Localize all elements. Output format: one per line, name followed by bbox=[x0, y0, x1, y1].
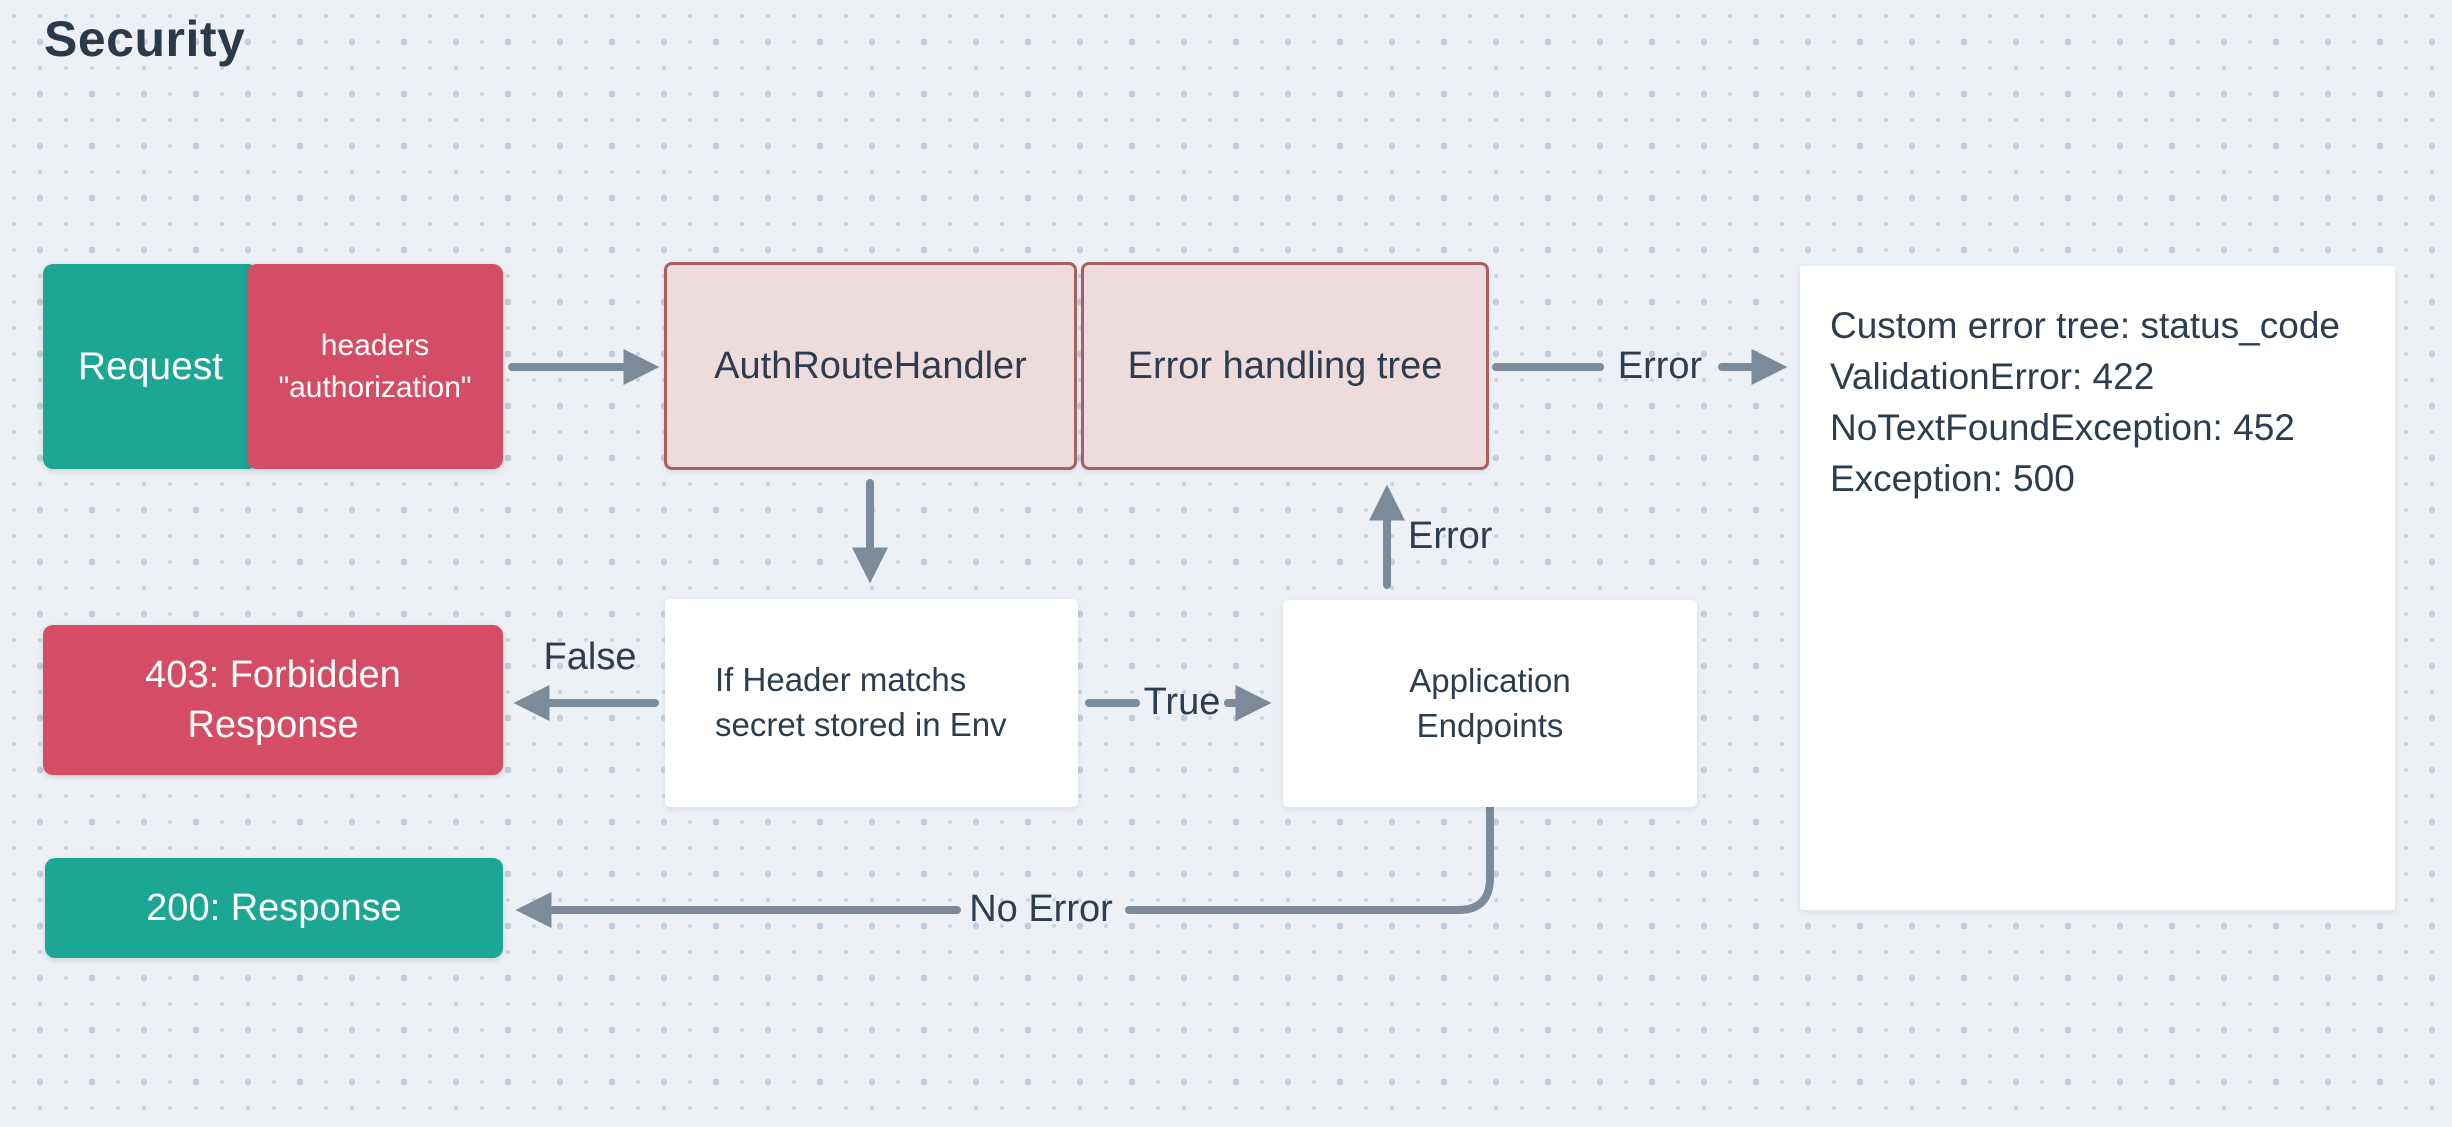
custom-error-line: Exception: 500 bbox=[1830, 458, 2075, 499]
error-handling-tree-label: Error handling tree bbox=[1127, 344, 1443, 387]
edge-label-error-up[interactable]: Error bbox=[1408, 515, 1493, 557]
forbidden-response-label: 403: Forbidden Response bbox=[145, 654, 401, 746]
request-headers-node[interactable]: headers "authorization" bbox=[247, 264, 503, 469]
ok-response-node[interactable]: 200: Response bbox=[45, 858, 503, 958]
request-headers-label: headers "authorization" bbox=[278, 328, 472, 404]
edge-label-no-error[interactable]: No Error bbox=[969, 888, 1113, 930]
application-endpoints-label: Application Endpoints bbox=[1409, 661, 1571, 744]
custom-error-line: NoTextFoundException: 452 bbox=[1830, 407, 2295, 448]
ok-response-label: 200: Response bbox=[146, 886, 402, 929]
page-title: Security bbox=[44, 11, 246, 67]
edge-label-true[interactable]: True bbox=[1143, 681, 1221, 723]
header-check-node[interactable]: If Header matchs secret stored in Env bbox=[665, 599, 1078, 807]
forbidden-response-node[interactable]: 403: Forbidden Response bbox=[43, 625, 503, 775]
custom-error-line: Custom error tree: status_code bbox=[1830, 305, 2340, 346]
edge-label-false[interactable]: False bbox=[543, 636, 637, 678]
auth-route-handler-node[interactable]: AuthRouteHandler bbox=[664, 262, 1077, 470]
auth-route-handler-label: AuthRouteHandler bbox=[714, 344, 1027, 387]
error-handling-tree-node[interactable]: Error handling tree bbox=[1081, 262, 1489, 470]
custom-error-tree-node[interactable]: Custom error tree: status_code Validatio… bbox=[1800, 266, 2395, 910]
edge-no-error-curve-seg[interactable] bbox=[1125, 803, 1494, 914]
header-check-label: If Header matchs secret stored in Env bbox=[715, 661, 1007, 743]
request-label: Request bbox=[77, 344, 224, 388]
custom-error-line: ValidationError: 422 bbox=[1830, 356, 2155, 397]
edge-label-error-out[interactable]: Error bbox=[1617, 345, 1703, 387]
application-endpoints-node[interactable]: Application Endpoints bbox=[1283, 600, 1697, 807]
request-node[interactable]: Request bbox=[43, 264, 258, 469]
